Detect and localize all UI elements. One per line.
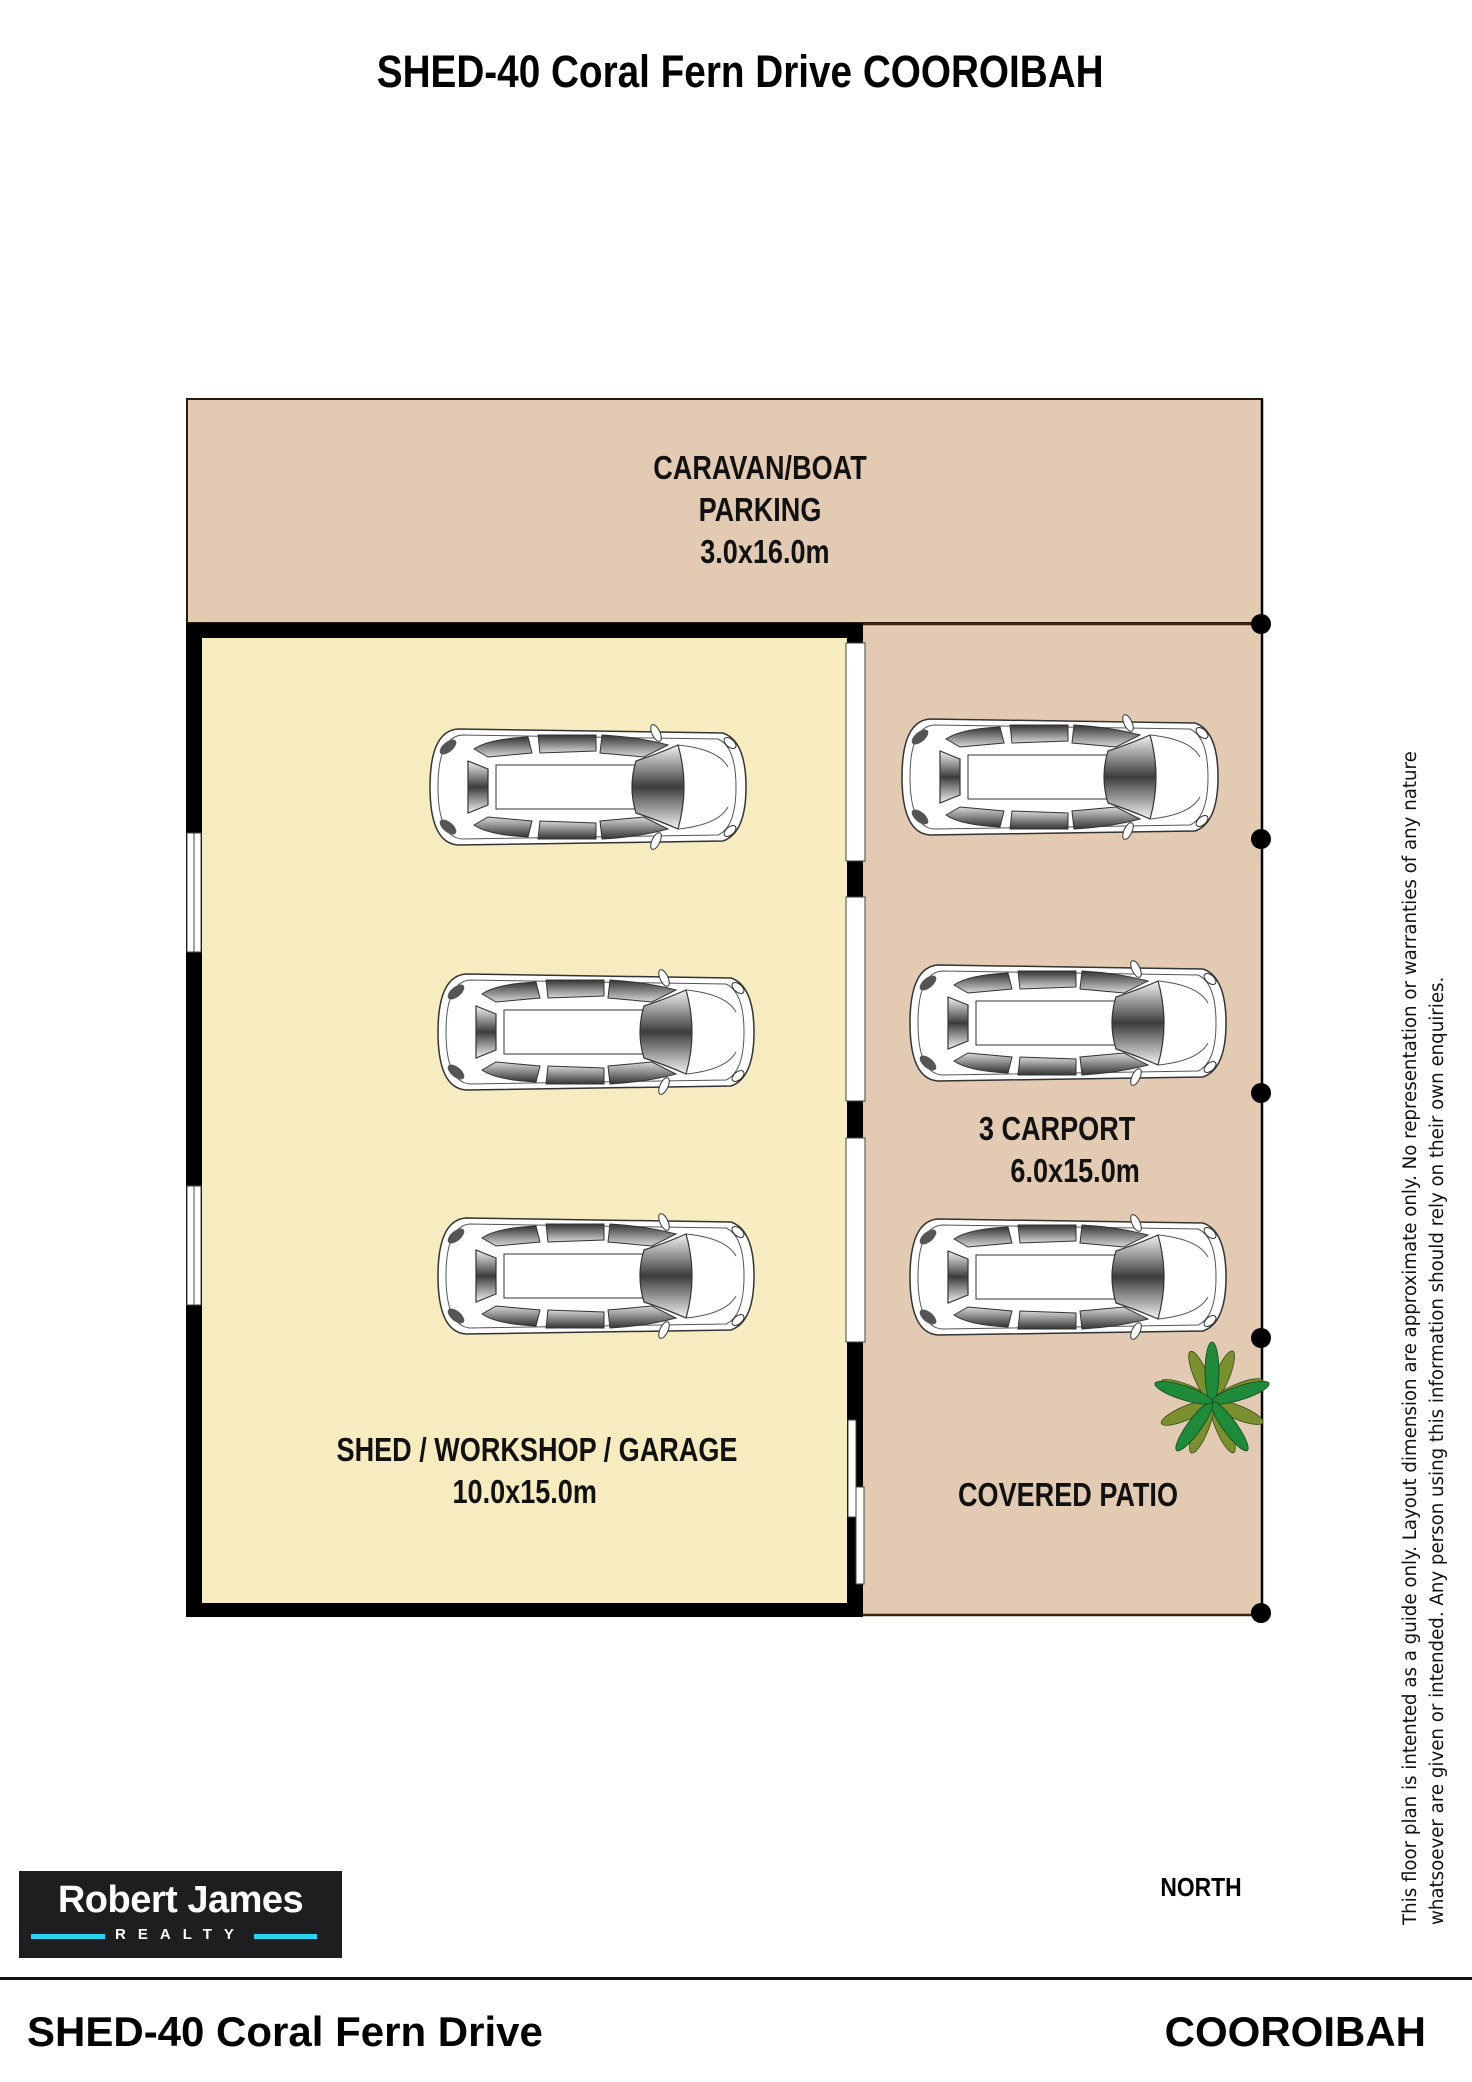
car-icon bbox=[909, 958, 1227, 1088]
covered-patio-label: COVERED PATIO bbox=[957, 1476, 1179, 1513]
north-label: NORTH bbox=[1160, 1872, 1242, 1902]
carport-label: 3 CARPORT 6.0x15.0m bbox=[978, 1110, 1140, 1189]
footer-divider bbox=[0, 1977, 1472, 1980]
footer-address: SHED-40 Coral Fern Drive bbox=[27, 2008, 543, 2055]
disclaimer-text: This floor plan is intented as a guide o… bbox=[1400, 751, 1448, 1925]
post bbox=[1251, 1603, 1271, 1623]
caravan-boat-parking-area bbox=[186, 398, 1263, 624]
sliding-door-panel-2 bbox=[855, 1486, 865, 1585]
logo-accent-bar-right bbox=[254, 1934, 317, 1939]
car-icon bbox=[429, 722, 747, 852]
sliding-door-panel-1 bbox=[847, 1419, 857, 1518]
car-icon bbox=[901, 712, 1219, 842]
brand-name: Robert James bbox=[57, 1879, 304, 1921]
brand-logo: Robert James REALTY bbox=[19, 1871, 342, 1958]
post bbox=[1251, 614, 1271, 634]
caravan-boat-parking-label: CARAVAN/BOAT PARKING 3.0x16.0m bbox=[653, 449, 867, 570]
car-icon bbox=[909, 1212, 1227, 1342]
footer-suburb: COOROIBAH bbox=[1164, 2008, 1426, 2055]
logo-accent-bar-left bbox=[31, 1934, 105, 1939]
shed-workshop-garage-label: SHED / WORKSHOP / GARAGE 10.0x15.0m bbox=[336, 1431, 738, 1510]
brand-sub: REALTY bbox=[115, 1926, 246, 1943]
plant-icon bbox=[1154, 1341, 1270, 1454]
roller-door-1 bbox=[845, 642, 866, 862]
post bbox=[1251, 1328, 1271, 1348]
roller-door-3 bbox=[845, 1137, 866, 1343]
roller-door-2 bbox=[845, 896, 866, 1102]
page-title: SHED-40 Coral Fern Drive COOROIBAH bbox=[376, 46, 1104, 97]
post bbox=[1251, 829, 1271, 849]
floor-plan bbox=[186, 398, 1271, 1623]
post bbox=[1251, 1083, 1271, 1103]
car-icon bbox=[437, 1211, 755, 1341]
car-icon bbox=[437, 967, 755, 1097]
